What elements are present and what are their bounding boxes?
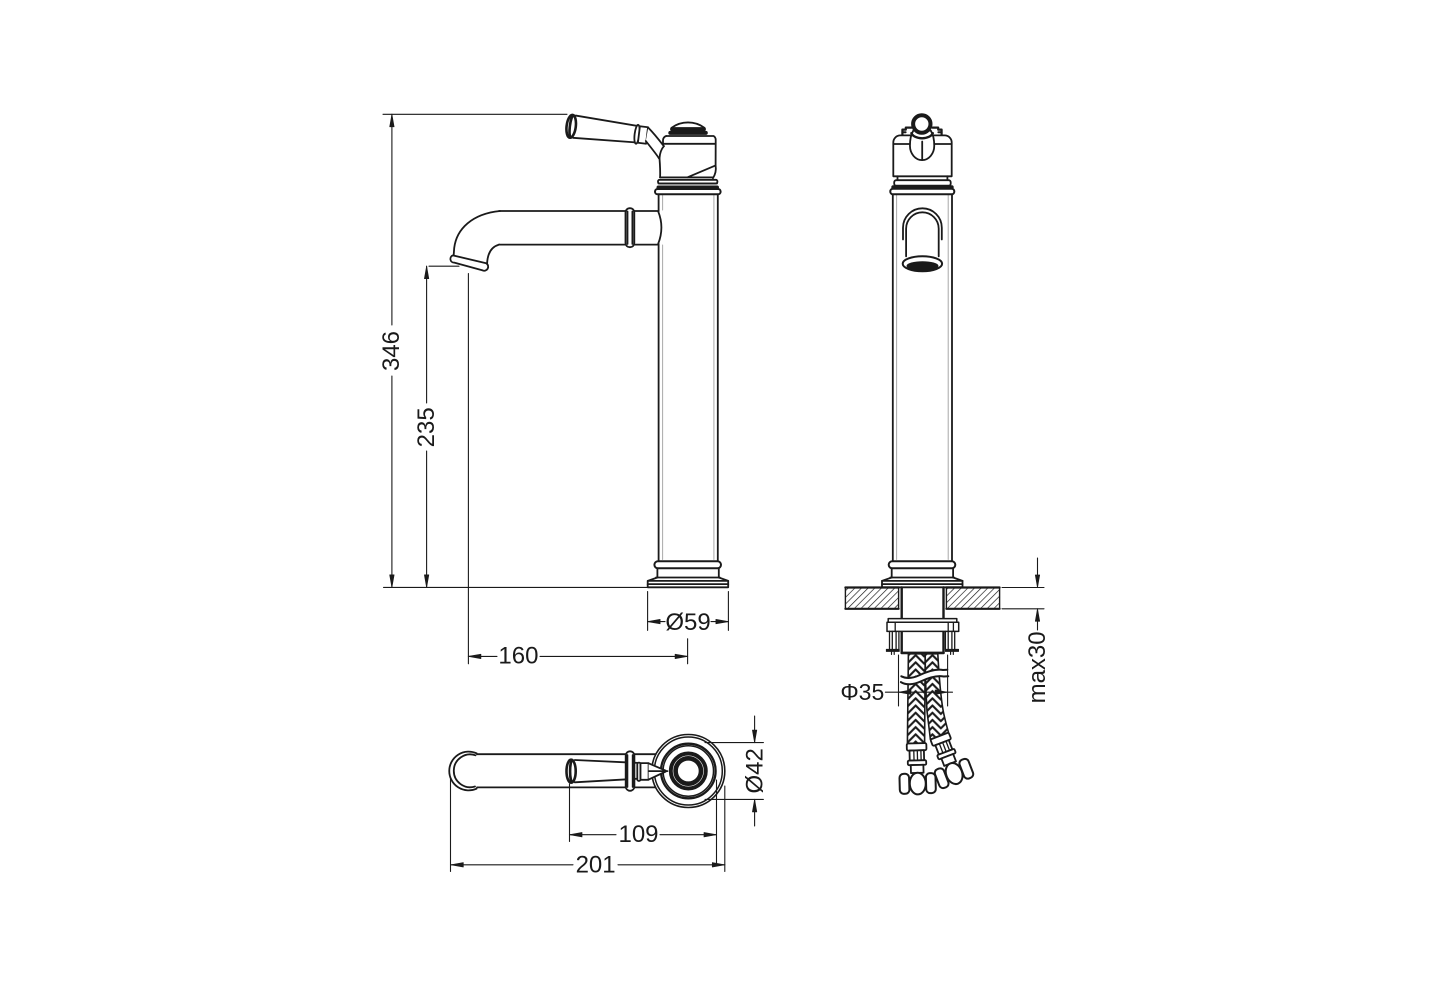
svg-text:160: 160 <box>498 643 538 670</box>
svg-text:Ø59: Ø59 <box>665 609 710 636</box>
svg-text:201: 201 <box>576 851 616 878</box>
svg-text:109: 109 <box>618 821 658 848</box>
svg-text:Φ35: Φ35 <box>840 679 884 705</box>
svg-text:Ø42: Ø42 <box>741 748 768 793</box>
svg-text:235: 235 <box>413 407 440 447</box>
svg-text:max30: max30 <box>1024 631 1051 703</box>
svg-text:346: 346 <box>378 331 405 371</box>
